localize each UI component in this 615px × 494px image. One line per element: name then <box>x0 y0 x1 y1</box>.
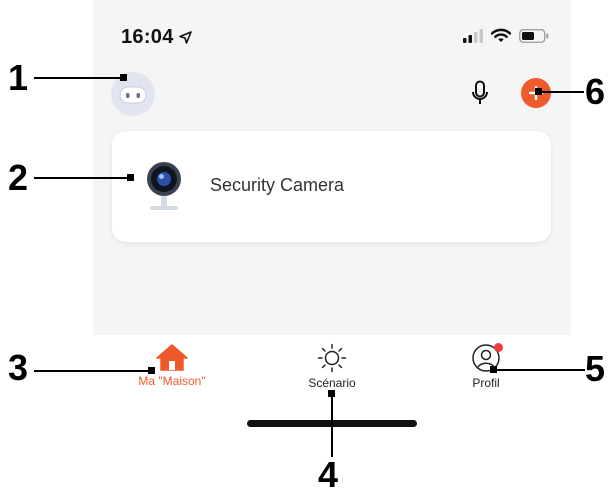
callout-line-5 <box>493 369 585 371</box>
home-icon <box>156 344 188 371</box>
robot-avatar-icon <box>119 86 147 104</box>
callout-marker-3 <box>148 367 155 374</box>
tab-home-label: Ma "Maison" <box>138 374 206 388</box>
callout-line-1 <box>34 77 122 79</box>
wifi-icon <box>491 28 511 42</box>
home-screen: 16:04 <box>93 0 571 335</box>
callout-line-2 <box>34 177 130 179</box>
profile-icon <box>472 344 500 372</box>
device-card[interactable]: Security Camera <box>112 131 551 242</box>
device-name: Security Camera <box>210 175 345 195</box>
callout-number-2: 2 <box>8 157 29 198</box>
callout-marker-1 <box>120 74 127 81</box>
microphone-icon <box>472 80 488 104</box>
tab-home[interactable]: Ma "Maison" <box>122 343 222 388</box>
phone-screenshot: 16:04 <box>93 0 571 494</box>
status-bar-time: 16:04 <box>121 26 192 49</box>
cellular-signal-icon <box>463 28 483 43</box>
callout-number-5: 5 <box>585 348 606 389</box>
tab-scenario[interactable]: Scénario <box>282 343 382 390</box>
voice-button[interactable] <box>471 80 489 111</box>
callout-number-4: 4 <box>318 454 339 494</box>
callout-line-4 <box>331 393 333 457</box>
location-arrow-icon <box>178 31 192 44</box>
sun-icon <box>317 343 347 373</box>
status-time-text: 16:04 <box>121 26 174 48</box>
callout-number-3: 3 <box>8 347 29 388</box>
add-device-button[interactable] <box>521 78 551 108</box>
tab-profile[interactable]: Profil <box>436 343 536 390</box>
tab-scenario-label: Scénario <box>308 376 356 390</box>
notification-badge <box>494 343 503 352</box>
user-avatar-button[interactable] <box>111 72 155 116</box>
battery-icon <box>519 28 549 43</box>
callout-marker-2 <box>127 174 134 181</box>
callout-line-6 <box>538 91 584 93</box>
status-bar-indicators <box>463 28 549 43</box>
callout-number-6: 6 <box>585 71 606 112</box>
callout-number-1: 1 <box>8 57 29 98</box>
tab-profile-label: Profil <box>472 376 500 390</box>
callout-line-3 <box>34 370 151 372</box>
security-camera-icon <box>147 162 181 210</box>
